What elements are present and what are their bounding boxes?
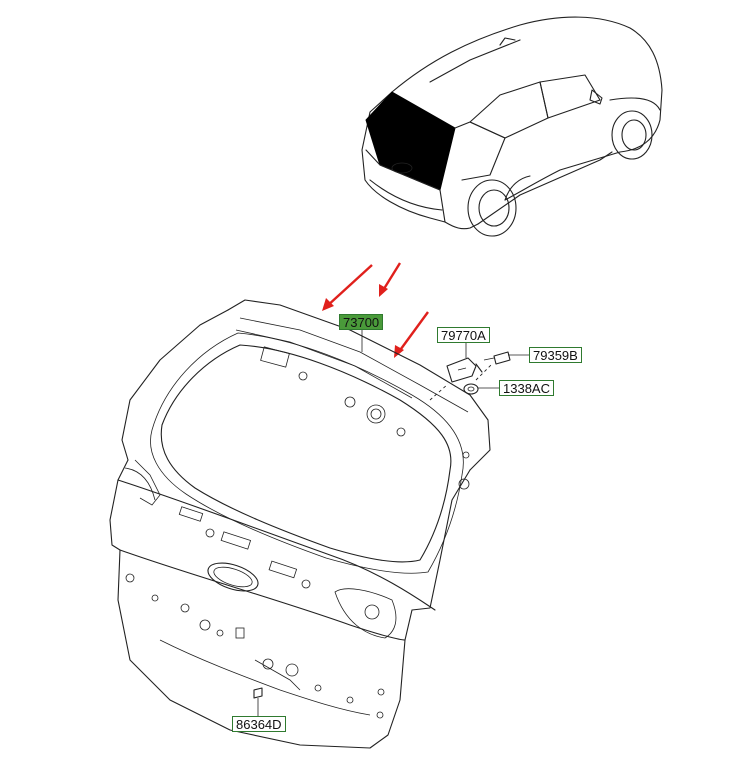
vehicle-reference-drawing [361, 16, 663, 237]
tailgate-panel-drawing [109, 299, 491, 749]
hinge-bracket-drawing [446, 357, 483, 383]
part-label-1338ac[interactable]: 1338AC [499, 380, 554, 396]
part-label-73700[interactable]: 73700 [339, 314, 384, 330]
clip-drawing [253, 687, 263, 712]
leader-lines [257, 330, 529, 716]
part-label-79359b[interactable]: 79359B [529, 347, 582, 363]
pointer-arrows [322, 262, 429, 358]
bolt-drawing [483, 351, 511, 365]
part-label-86364d[interactable]: 86364D [232, 716, 286, 732]
part-label-79770a[interactable]: 79770A [437, 327, 490, 343]
nut-drawing [463, 383, 479, 395]
